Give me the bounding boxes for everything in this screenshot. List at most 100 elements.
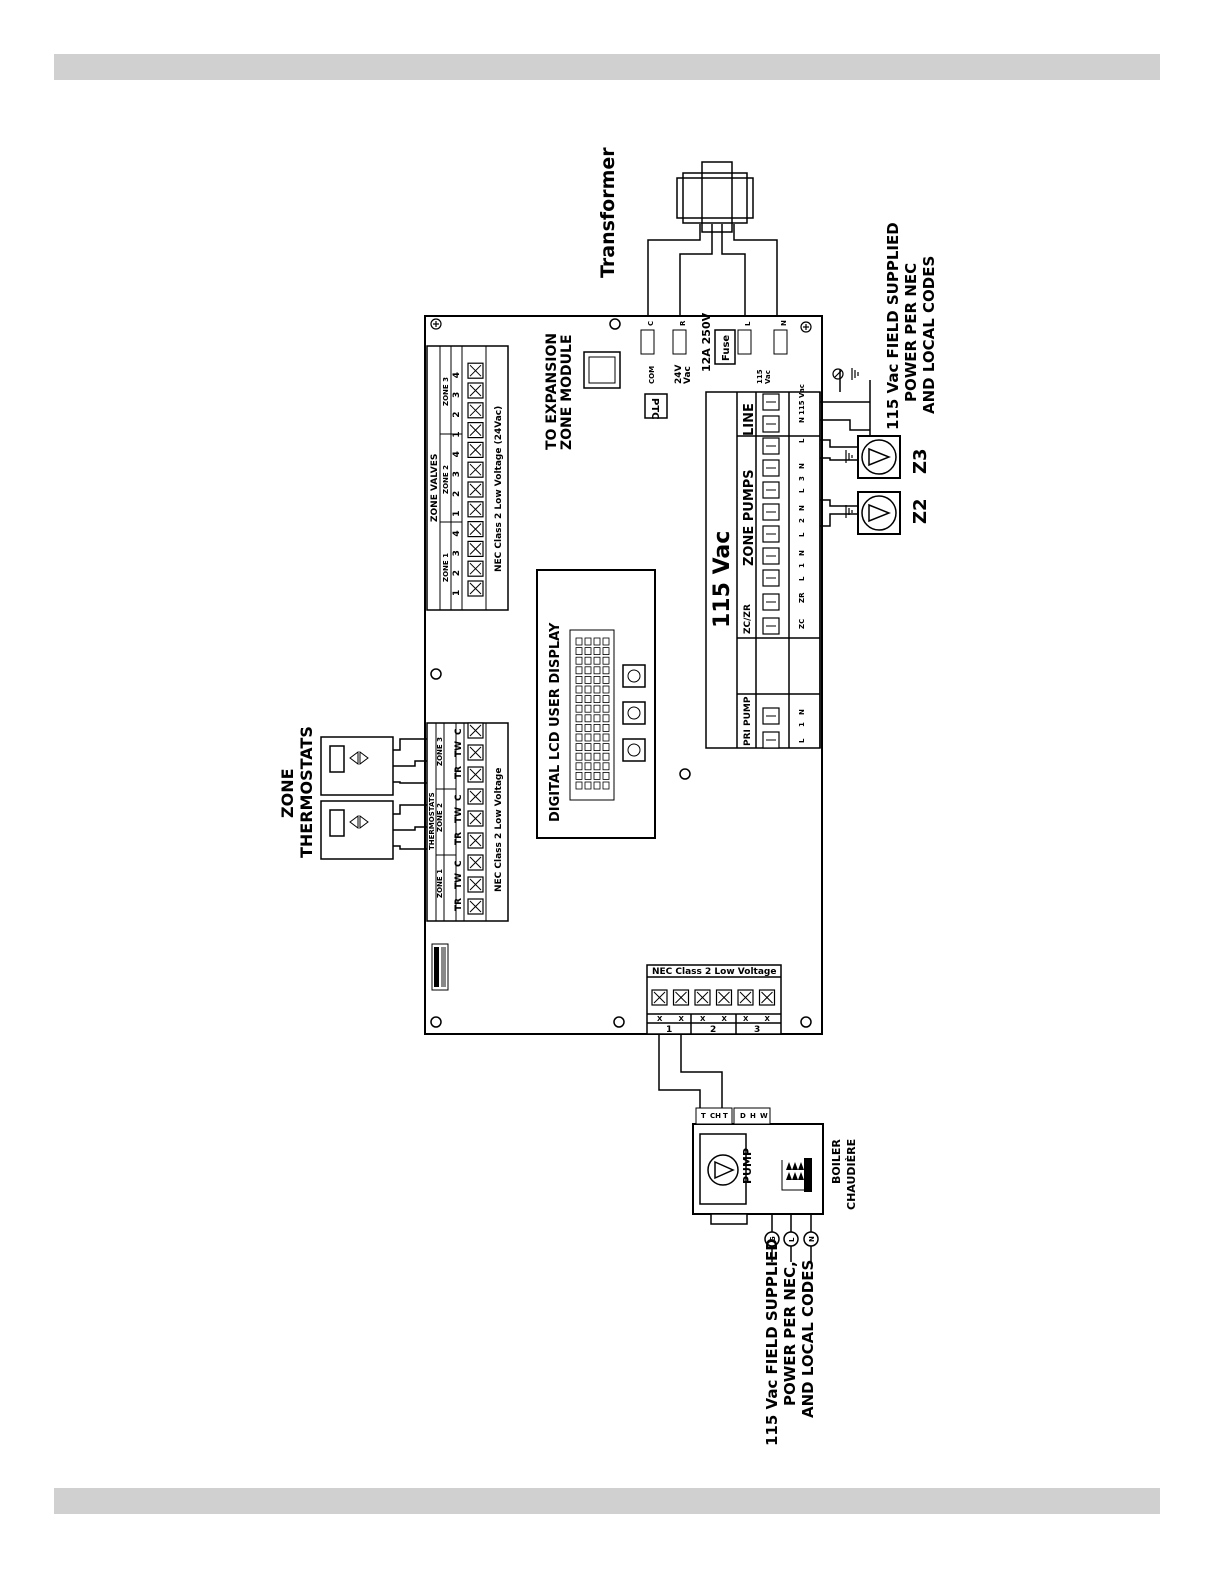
lcd-cell: [593, 656, 601, 665]
lcd-cell: [593, 704, 601, 713]
lcd-cell: [602, 752, 610, 761]
lcd-cell: [593, 637, 601, 646]
boiler-h: H: [750, 1112, 756, 1120]
power-bottom-label: N: [798, 550, 806, 556]
lcd-cell: [602, 724, 610, 732]
bottom-terminal-x: X: [722, 1015, 728, 1023]
lcd-cell: [584, 772, 592, 780]
valve-terminal-number: 2: [452, 491, 462, 497]
zczr-label: ZC/ZR: [743, 604, 753, 634]
lcd-cell: [575, 714, 583, 723]
terminal-cross: [469, 768, 482, 781]
power-bottom-label: L: [798, 738, 806, 743]
power-bottom-label: 1: [798, 722, 806, 727]
power-terminals: [762, 393, 780, 749]
boiler-label-2: CHAUDIÈRE: [845, 1139, 858, 1210]
terminal-cross: [718, 991, 730, 1004]
valve-terminal-number: 4: [452, 372, 462, 378]
terminal-cross: [469, 523, 482, 535]
lcd-cell: [575, 704, 583, 713]
n-boiler-terminal: N: [808, 1236, 816, 1242]
bottom-terminal-block: [646, 964, 782, 1035]
power-bottom-label: 2: [798, 518, 806, 523]
lcd-cell: [602, 676, 610, 684]
v115-small-1: 115: [756, 369, 764, 384]
bottom-terminal-number: 2: [710, 1025, 716, 1035]
terminal-cross: [469, 424, 482, 436]
g-terminal: G: [769, 1236, 777, 1242]
lcd-cell: [584, 733, 592, 742]
thermostat-zone2: ZONE 2: [436, 803, 444, 832]
valve-terminal-number: 2: [452, 570, 462, 576]
valve-terminal-number: 4: [452, 451, 462, 457]
valve-terminal-number: 3: [452, 392, 462, 398]
lcd-cell: [584, 666, 592, 675]
terminal-cross: [469, 900, 482, 913]
terminal-cross: [469, 582, 482, 595]
lcd-cell: [575, 656, 583, 665]
lcd-cell: [593, 714, 601, 723]
pump-label: PUMP: [741, 1148, 754, 1184]
valve-terminal-number: 1: [452, 511, 462, 517]
lcd-cell: [602, 762, 610, 771]
valve-terminal-number: 3: [452, 550, 462, 556]
bottom-terminal-x: X: [679, 1015, 685, 1023]
zone-pump-wiring: [820, 370, 871, 527]
fuse-rating-label: 12A 250V: [700, 312, 713, 372]
lcd-cell: [584, 685, 592, 694]
lcd-cell: [584, 704, 592, 713]
terminal-cross: [469, 463, 482, 476]
top-header-bar: [54, 54, 1160, 80]
lcd-cell: [584, 676, 592, 684]
boiler-t1: T: [701, 1112, 706, 1120]
lcd-cell: [602, 647, 610, 655]
z3-pump-icon: [857, 435, 901, 479]
lcd-cell: [584, 724, 592, 732]
bottom-footer-bar: [54, 1488, 1160, 1514]
terminal-cross: [675, 991, 687, 1004]
terminal-cross: [696, 991, 709, 1004]
valve-terminal-number: 2: [452, 412, 462, 418]
lcd-cell: [593, 762, 601, 771]
thermostat-header: THERMOSTATS: [428, 792, 436, 850]
thermostat-zone1: ZONE 1: [436, 869, 444, 898]
thermostat-terminal-label: TR: [454, 898, 464, 911]
transformer-label: Transformer: [597, 147, 619, 278]
v115-small-2: Vac: [764, 370, 772, 384]
lcd-cell: [593, 676, 601, 684]
power-title: 115 Vac: [710, 531, 735, 628]
corner-screw-icons: [430, 318, 812, 333]
terminal-cross: [469, 364, 482, 377]
terminal-cross: [469, 746, 482, 759]
lcd-cell: [602, 637, 610, 646]
z3-label: Z3: [910, 448, 931, 474]
power-bottom-label: L: [798, 438, 806, 443]
expansion-label-2: ZONE MODULE: [559, 334, 575, 450]
power-bottom-label: ZC: [798, 619, 806, 629]
boiler-wiring: [658, 1034, 812, 1262]
valve-terminal-number: 3: [452, 471, 462, 477]
zone-valves-note: NEC Class 2 Low Voltage (24Vac): [494, 406, 504, 572]
zone-valves-zone2: ZONE 2: [442, 465, 450, 494]
lcd-cell: [584, 695, 592, 703]
thermostat-note: NEC Class 2 Low Voltage: [494, 768, 504, 892]
ptc-label: PTC: [649, 398, 660, 420]
power-bottom-label: L: [798, 488, 806, 493]
lcd-cell: [602, 656, 610, 665]
terminal-cross: [469, 834, 482, 847]
lcd-cell: [602, 733, 610, 742]
boiler-power-terminals: [764, 1231, 819, 1247]
boiler-d: D: [740, 1112, 746, 1120]
boiler-ch: CH: [710, 1112, 721, 1120]
r-terminal-label: R: [679, 320, 687, 326]
lcd-cell: [584, 714, 592, 723]
terminal-cross: [761, 991, 773, 1004]
z2-pump-icon: [857, 491, 901, 535]
lcd-cell: [602, 743, 610, 751]
supply-left-3: AND LOCAL CODES: [799, 1260, 817, 1418]
lcd-cell: [575, 724, 583, 732]
